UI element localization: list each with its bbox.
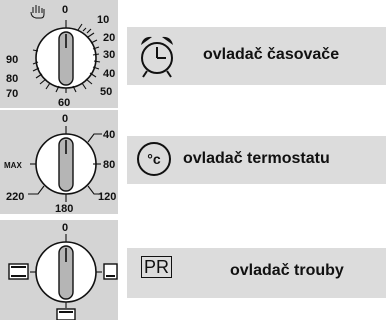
thermostat-scale-80: 80 <box>103 159 115 171</box>
timer-label: ovladač časovače <box>203 46 340 63</box>
alarm-clock-icon <box>141 36 173 78</box>
timer-scale-30: 30 <box>103 49 115 61</box>
timer-scale-40: 40 <box>103 68 115 80</box>
timer-scale-50: 50 <box>100 86 112 98</box>
timer-scale-60: 60 <box>58 97 70 108</box>
thermostat-label-panel: °c ovladač termostatu <box>127 136 386 184</box>
timer-scale-70: 70 <box>6 88 18 100</box>
timer-dial-panel: 0 10 20 30 40 50 60 70 80 90 <box>0 0 118 108</box>
bottom-heat-symbol-lower <box>56 308 76 320</box>
thermostat-dial[interactable]: 0 40 80 120 180 220 MAX <box>0 110 118 214</box>
pr-icon-text: PR <box>144 257 170 277</box>
thermostat-icon: °c <box>137 142 171 176</box>
timer-scale-10: 10 <box>97 14 109 26</box>
thermostat-scale-180: 180 <box>55 203 73 214</box>
timer-scale-90: 90 <box>6 54 18 66</box>
thermostat-scale-max: MAX <box>4 161 22 170</box>
oven-scale-0: 0 <box>62 222 68 234</box>
thermostat-label: ovladač termostatu <box>183 150 330 167</box>
timer-scale-0: 0 <box>62 4 68 16</box>
top-bottom-heat-symbol <box>8 263 29 280</box>
thermostat-scale-0: 0 <box>62 113 68 125</box>
timer-scale-20: 20 <box>103 32 115 44</box>
bottom-heat-symbol <box>103 263 118 280</box>
thermostat-scale-40: 40 <box>103 129 115 141</box>
timer-scale-80: 80 <box>6 73 18 85</box>
timer-label-panel: ovladač časovače <box>127 27 386 85</box>
thermostat-scale-220: 220 <box>6 191 24 203</box>
thermostat-scale-120: 120 <box>98 191 116 203</box>
hand-icon <box>30 5 45 19</box>
oven-dial[interactable]: 0 <box>0 220 118 320</box>
thermostat-dial-panel: 0 40 80 120 180 220 MAX <box>0 110 118 214</box>
thermostat-icon-text: °c <box>147 151 161 167</box>
oven-label-panel: PR ovladač trouby <box>127 248 386 298</box>
oven-dial-panel: 0 <box>0 220 118 320</box>
timer-dial[interactable]: 0 10 20 30 40 50 60 70 80 90 <box>0 0 118 108</box>
oven-label: ovladač trouby <box>230 262 344 279</box>
pr-icon: PR <box>141 256 173 278</box>
